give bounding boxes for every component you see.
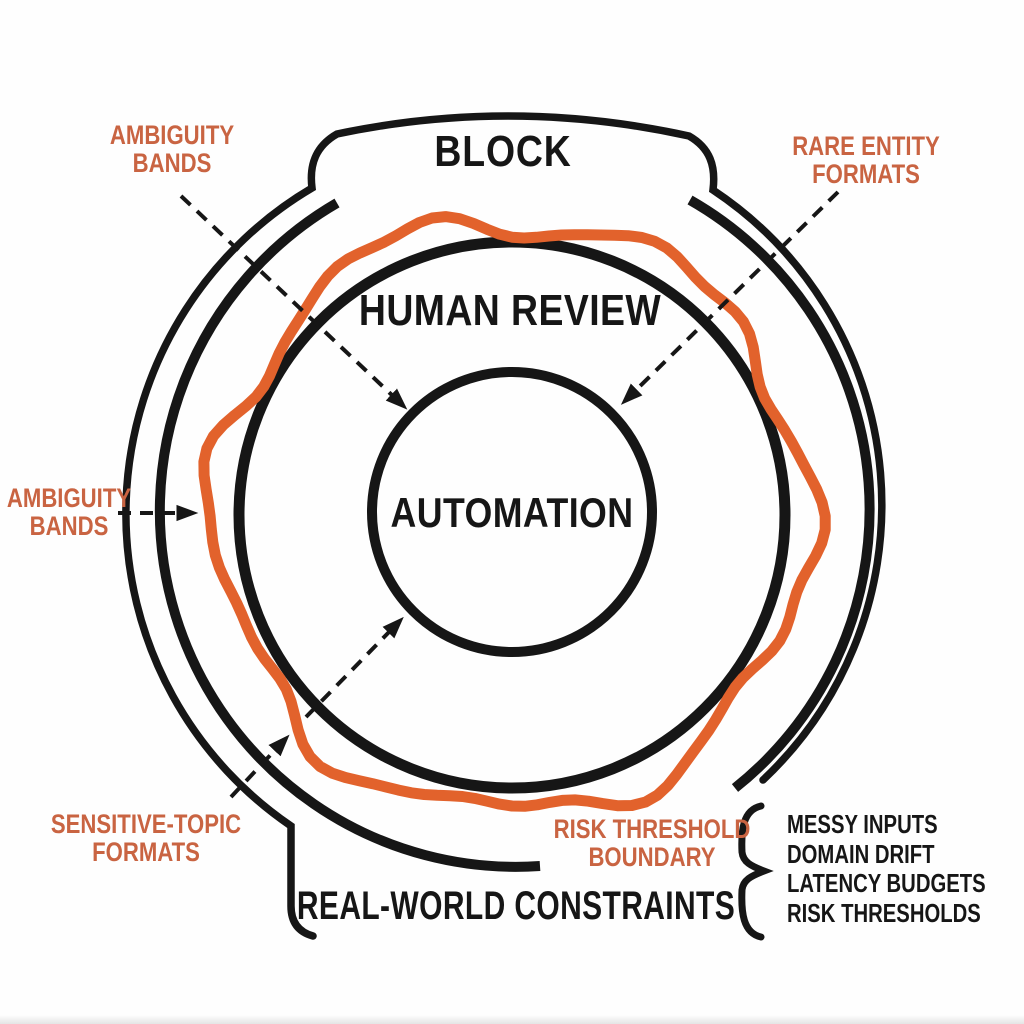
callout-ambiguity-bands-left: AMBIGUITY BANDS	[7, 484, 131, 540]
list-item: DOMAIN DRIFT	[787, 838, 935, 869]
callout-risk-threshold-boundary: RISK THRESHOLD BOUNDARY	[554, 815, 751, 871]
callout-sensitive-topic-formats: SENSITIVE-TOPIC FORMATS	[51, 810, 241, 866]
constraints-list: MESSY INPUTS DOMAIN DRIFT LATENCY BUDGET…	[787, 809, 986, 928]
list-item: RISK THRESHOLDS	[787, 897, 981, 928]
callout-line: RARE ENTITY	[792, 130, 940, 161]
callout-line: BOUNDARY	[588, 842, 716, 872]
automation-circle	[367, 367, 657, 657]
callout-line: FORMATS	[92, 837, 200, 867]
block-zone-label: BLOCK	[434, 127, 572, 176]
callout-line: RISK THRESHOLD	[553, 813, 751, 844]
arrow-sensitive-topic-first	[229, 734, 290, 799]
automation-zone-label: AUTOMATION	[390, 489, 634, 536]
list-item: MESSY INPUTS	[787, 809, 938, 839]
grouping-brace	[738, 802, 774, 941]
list-item: LATENCY BUDGETS	[787, 868, 986, 898]
arrow-ambiguity-top	[179, 194, 408, 410]
block-zone-outline	[122, 112, 886, 940]
callout-line: BANDS	[132, 148, 212, 178]
second-ring-right-arc	[687, 195, 875, 792]
callout-line: AMBIGUITY	[6, 482, 132, 513]
callout-line: AMBIGUITY	[109, 119, 235, 150]
risk-threshold-boundary-ring	[198, 211, 831, 812]
callout-ambiguity-bands-top: AMBIGUITY BANDS	[110, 121, 234, 177]
real-world-constraints-label: REAL-WORLD CONSTRAINTS	[296, 884, 736, 928]
arrow-rare-entity	[620, 190, 840, 405]
callout-rare-entity-formats: RARE ENTITY FORMATS	[792, 132, 940, 188]
callout-line: BANDS	[29, 511, 109, 541]
second-ring-left-arc	[154, 198, 541, 872]
callout-line: FORMATS	[812, 159, 920, 189]
page-edge-shadow	[0, 1015, 1024, 1024]
callout-line: SENSITIVE-TOPIC	[50, 808, 242, 839]
human-review-zone-label: HUMAN REVIEW	[358, 286, 662, 335]
